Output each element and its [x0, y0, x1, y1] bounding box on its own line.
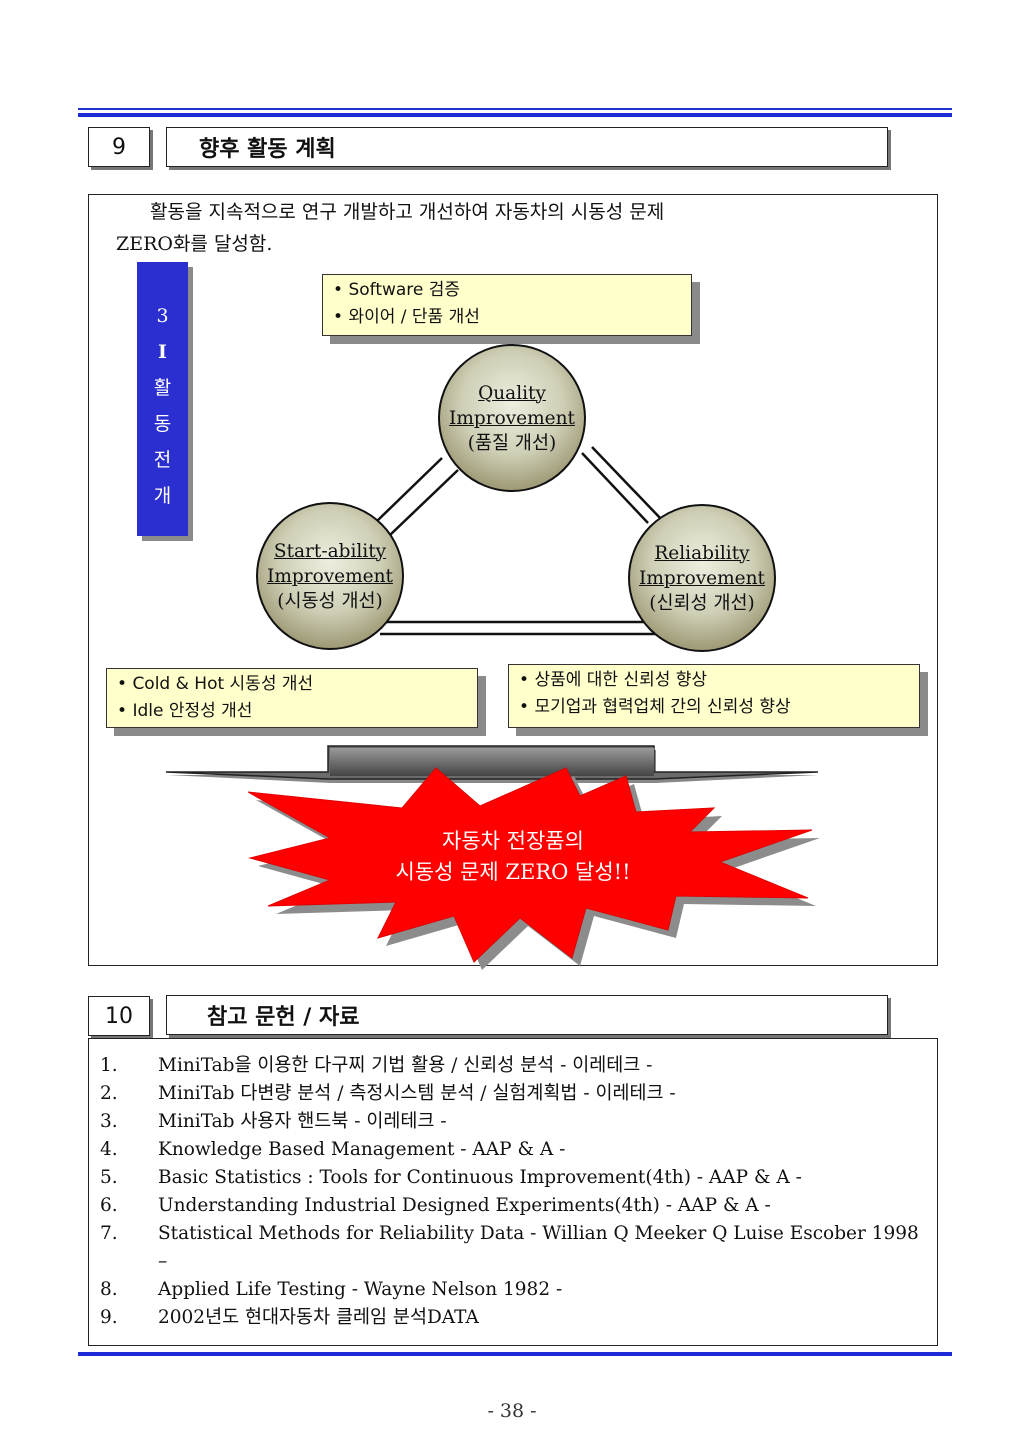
reference-item: 4. Knowledge Based Management - AAP & A …: [100, 1136, 920, 1164]
goal-burst: [247, 767, 813, 963]
goal-line-1: 자동차 전장품의: [442, 829, 584, 853]
reference-text: Basic Statistics : Tools for Continuous …: [158, 1167, 802, 1188]
circle-start-line3: (시동성 개선): [277, 590, 383, 612]
circle-reliability-line2: Improvement: [639, 567, 765, 589]
reference-text: Applied Life Testing - Wayne Nelson 1982…: [158, 1279, 563, 1300]
reference-text: MiniTab을 이용한 다구찌 기법 활용 / 신뢰성 분석 - 이레테크 -: [158, 1055, 653, 1076]
reference-item: 2. MiniTab 다변량 분석 / 측정시스템 분석 / 실험계획법 - 이…: [100, 1080, 920, 1108]
vertical-label-char: 동: [153, 413, 172, 435]
section-10-title: 참고 문헌 / 자료: [166, 995, 888, 1035]
connector-quality-reliability-a: [581, 452, 649, 524]
note-left-item: Cold & Hot 시동성 개선: [117, 671, 467, 698]
vertical-label-char: 3: [156, 305, 169, 327]
reference-item: 9. 2002년도 현대자동차 클레임 분석DATA: [100, 1304, 920, 1332]
section-9-title: 향후 활동 계획: [166, 127, 888, 167]
bottom-rule: [78, 1352, 952, 1356]
reference-list: 1. MiniTab을 이용한 다구찌 기법 활용 / 신뢰성 분석 - 이레테…: [100, 1052, 920, 1332]
reference-number: 6.: [100, 1195, 118, 1216]
note-top: Software 검증 와이어 / 단품 개선: [322, 274, 692, 336]
reference-item: 1. MiniTab을 이용한 다구찌 기법 활용 / 신뢰성 분석 - 이레테…: [100, 1052, 920, 1080]
reference-item: 5. Basic Statistics : Tools for Continuo…: [100, 1164, 920, 1192]
goal-text: 자동차 전장품의 시동성 문제 ZERO 달성!!: [340, 826, 686, 888]
intro-line-1: 활동을 지속적으로 연구 개발하고 개선하여 자동차의 시동성 문제: [150, 201, 665, 223]
reference-number: 9.: [100, 1307, 118, 1328]
circle-quality-line3: (품질 개선): [467, 432, 557, 454]
note-right: 상품에 대한 신뢰성 향상 모기업과 협력업체 간의 신뢰성 향상: [508, 664, 920, 728]
section-10-frame: [88, 1038, 938, 1346]
section-10-number: 10: [88, 996, 150, 1036]
circle-reliability-improvement: Reliability Improvement (신뢰성 개선): [628, 504, 776, 652]
reference-number: 7.: [100, 1223, 118, 1244]
section-9-intro: 활동을 지속적으로 연구 개발하고 개선하여 자동차의 시동성 문제 ZERO화…: [116, 196, 856, 260]
connector-quality-reliability-b: [591, 446, 663, 521]
note-right-item: 상품에 대한 신뢰성 향상: [519, 667, 909, 694]
top-rule-thin: [78, 108, 952, 110]
goal-line-2: 시동성 문제 ZERO 달성!!: [395, 860, 631, 884]
section-9-number: 9: [88, 127, 150, 167]
reference-text: Understanding Industrial Designed Experi…: [158, 1195, 771, 1216]
circle-start-line1: Start-ability: [273, 540, 387, 562]
vertical-label-box: 3 I 활 동 전 개: [137, 262, 188, 536]
vertical-label-char: 개: [153, 485, 172, 507]
reference-item: 6. Understanding Industrial Designed Exp…: [100, 1192, 920, 1220]
reference-number: 2.: [100, 1083, 118, 1104]
reference-number: 4.: [100, 1139, 118, 1160]
note-left: Cold & Hot 시동성 개선 Idle 안정성 개선: [106, 668, 478, 728]
connector-quality-start-b: [389, 469, 459, 536]
vertical-label-char: 활: [153, 377, 172, 399]
connector-quality-start-a: [375, 457, 443, 523]
circle-quality-line1: Quality: [478, 382, 546, 404]
circle-reliability-line1: Reliability: [654, 542, 750, 564]
vertical-label-char: 전: [153, 449, 172, 471]
circle-start-line2: Improvement: [267, 565, 393, 587]
reference-text: MiniTab 다변량 분석 / 측정시스템 분석 / 실험계획법 - 이레테크…: [158, 1083, 676, 1104]
arrow-bar-fill: [330, 748, 654, 776]
reference-item: 8. Applied Life Testing - Wayne Nelson 1…: [100, 1276, 920, 1304]
note-top-item: Software 검증: [333, 277, 681, 304]
triangle-connectors: [368, 446, 668, 636]
reference-text: 2002년도 현대자동차 클레임 분석DATA: [158, 1307, 479, 1328]
reference-item: 7. Statistical Methods for Reliability D…: [100, 1220, 920, 1276]
note-left-item: Idle 안정성 개선: [117, 698, 467, 725]
reference-number: 8.: [100, 1279, 118, 1300]
reference-text: MiniTab 사용자 핸드북 - 이레테크 -: [158, 1111, 447, 1132]
intro-line-2: ZERO화를 달성함.: [116, 233, 273, 255]
circle-quality-line2: Improvement: [449, 407, 575, 429]
reference-item: 3. MiniTab 사용자 핸드북 - 이레테크 -: [100, 1108, 920, 1136]
circle-quality-improvement: Quality Improvement (품질 개선): [438, 344, 586, 492]
circle-start-ability-improvement: Start-ability Improvement (시동성 개선): [256, 502, 404, 650]
circle-reliability-line3: (신뢰성 개선): [649, 592, 755, 614]
vertical-label-char: I: [158, 341, 167, 363]
reference-text: Knowledge Based Management - AAP & A -: [158, 1139, 566, 1160]
note-top-item: 와이어 / 단품 개선: [333, 304, 681, 331]
reference-number: 5.: [100, 1167, 118, 1188]
reference-number: 1.: [100, 1055, 118, 1076]
top-rule-thick: [78, 113, 952, 117]
reference-number: 3.: [100, 1111, 118, 1132]
note-right-item: 모기업과 협력업체 간의 신뢰성 향상: [519, 694, 909, 721]
page-number: - 38 -: [487, 1400, 537, 1422]
reference-text: Statistical Methods for Reliability Data…: [158, 1223, 919, 1272]
